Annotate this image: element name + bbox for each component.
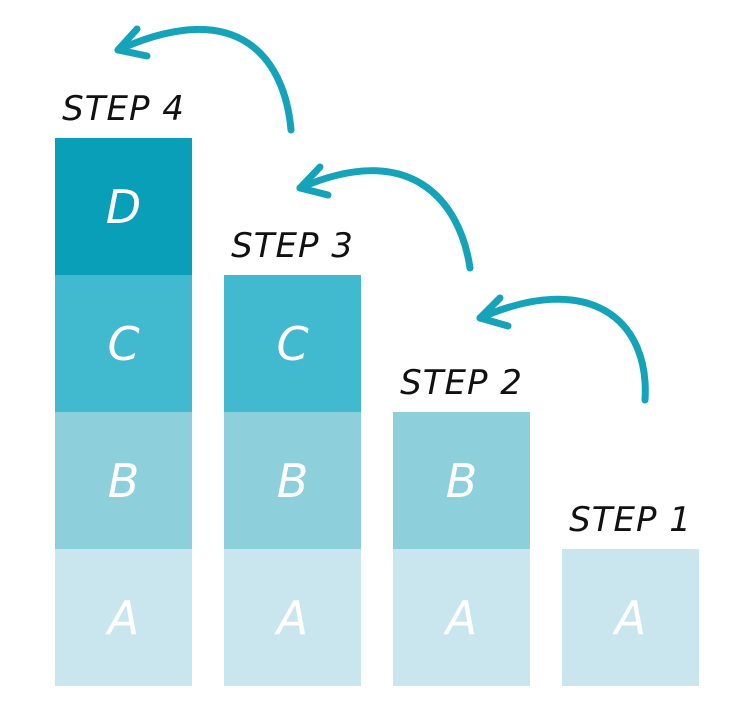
step-label-4: STEP 4 xyxy=(62,89,185,129)
arrow-head-step3-to-step4 xyxy=(114,25,151,60)
arrow-head-step2-to-step3 xyxy=(296,163,332,199)
block-a-step-1: A xyxy=(562,549,699,686)
block-d-step-4: D xyxy=(55,138,192,275)
block-letter: A xyxy=(445,590,478,645)
arrow-step3-to-step4 xyxy=(114,26,295,134)
step-label-2: STEP 2 xyxy=(400,363,523,403)
block-letter: B xyxy=(107,453,140,508)
block-c-step-3: C xyxy=(224,275,361,412)
block-a-step-4: A xyxy=(55,549,192,686)
block-letter: B xyxy=(276,453,309,508)
block-letter: A xyxy=(107,590,140,645)
arrow-step1-to-step2 xyxy=(476,295,649,404)
block-letter: C xyxy=(276,316,309,371)
block-b-step-3: B xyxy=(224,412,361,549)
arrow-step2-to-step3 xyxy=(296,167,474,272)
block-letter: D xyxy=(105,179,142,234)
block-a-step-3: A xyxy=(224,549,361,686)
block-b-step-2: B xyxy=(393,412,530,549)
step-label-3: STEP 3 xyxy=(231,226,354,266)
block-b-step-4: B xyxy=(55,412,192,549)
block-c-step-4: C xyxy=(55,275,192,412)
block-a-step-2: A xyxy=(393,549,530,686)
step-label-1: STEP 1 xyxy=(569,500,692,540)
block-letter: B xyxy=(445,453,478,508)
block-letter: C xyxy=(107,316,140,371)
arrow-head-step1-to-step2 xyxy=(476,294,512,330)
block-letter: A xyxy=(614,590,647,645)
block-letter: A xyxy=(276,590,309,645)
